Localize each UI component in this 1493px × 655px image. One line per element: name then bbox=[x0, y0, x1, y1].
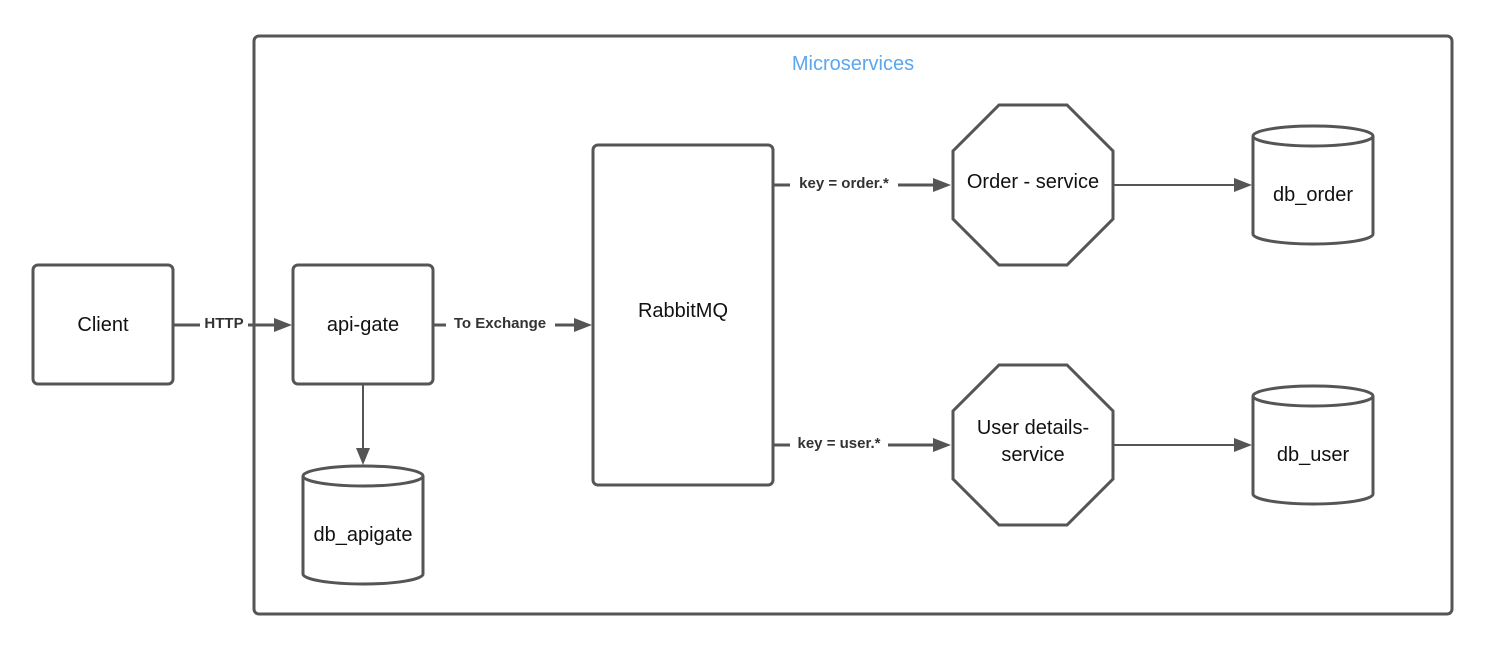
microservices-title: Microservices bbox=[792, 53, 914, 75]
user-service-node bbox=[951, 363, 1115, 527]
edge-http-label: HTTP bbox=[204, 315, 243, 332]
db-user-node bbox=[1251, 384, 1375, 506]
edge-to-exchange-label: To Exchange bbox=[454, 315, 546, 332]
edge-order-key-label-bg bbox=[790, 173, 898, 193]
api-gate-label: api-gate bbox=[327, 314, 399, 336]
db-order-label: db_order bbox=[1273, 184, 1353, 206]
order-service-label: Order - service bbox=[967, 171, 1099, 193]
edge-user-key-label-bg bbox=[790, 433, 888, 453]
db-apigate-node bbox=[301, 464, 425, 586]
db-apigate-label: db_apigate bbox=[314, 524, 413, 546]
client-label: Client bbox=[77, 314, 129, 336]
rabbitmq-label: RabbitMQ bbox=[638, 300, 728, 322]
user-service-label-line2: service bbox=[1001, 444, 1064, 466]
edge-http-label-bg bbox=[200, 313, 248, 333]
edge-to-exchange-label-bg bbox=[446, 313, 555, 333]
order-service-node bbox=[951, 103, 1115, 267]
edge-user-service-db-user bbox=[1113, 438, 1252, 452]
edge-order-key-label: key = order.* bbox=[799, 175, 889, 192]
edge-user-key-label: key = user.* bbox=[798, 435, 881, 452]
db-user-label: db_user bbox=[1277, 444, 1350, 466]
rabbitmq-node bbox=[591, 143, 775, 487]
user-service-label-line1: User details- bbox=[977, 417, 1089, 439]
edge-order-service-db-order bbox=[1113, 178, 1252, 192]
edge-api-gate-db-apigate bbox=[356, 384, 370, 465]
db-order-node bbox=[1251, 124, 1375, 246]
